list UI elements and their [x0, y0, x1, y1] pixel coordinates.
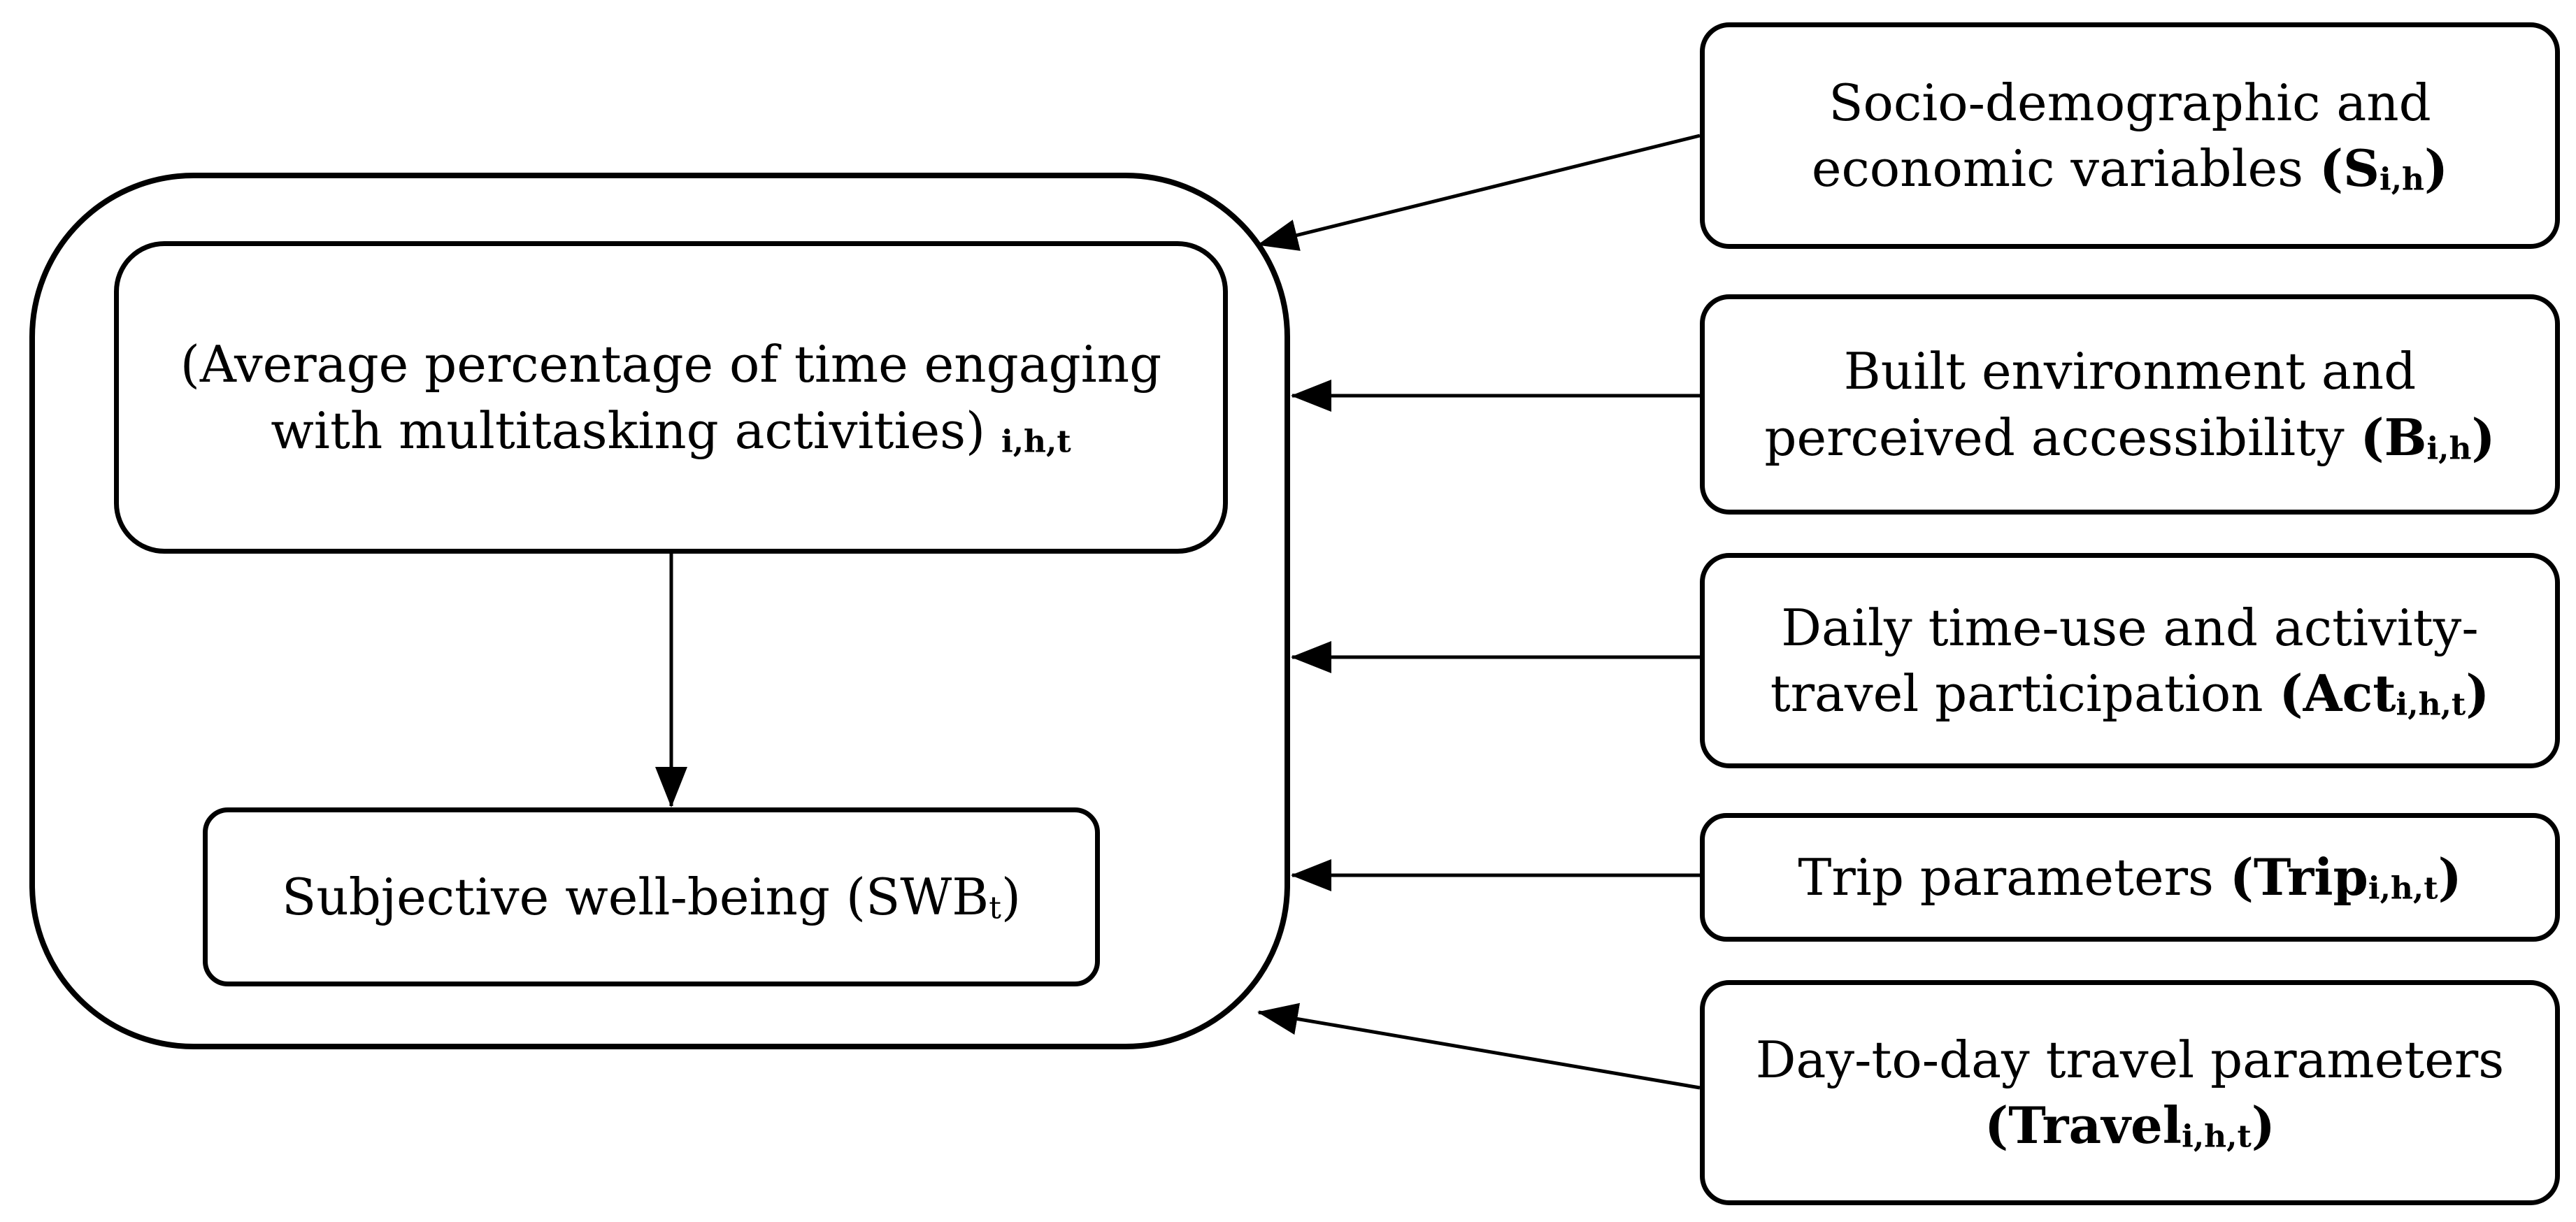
factor-box-daily-time-use: Daily time-use and activity-travel parti… — [1700, 553, 2560, 768]
arrow-socio-demographic — [1257, 134, 1701, 251]
factor-label: Socio-demographic and economic variables — [1811, 73, 2431, 198]
mediator-box: (Average percentage of time engaging wit… — [114, 241, 1228, 554]
factor-symbol: B — [2384, 407, 2427, 467]
outcome-text: Subjective well-being (SWBt) — [282, 864, 1021, 930]
factor-subscript: i,h,t — [2368, 870, 2438, 907]
factor-label: Daily time-use and activity-travel parti… — [1770, 598, 2479, 723]
arrow-day-to-day-travel — [1257, 1002, 1701, 1090]
factor-symbol: Act — [2303, 663, 2396, 723]
outcome-label: Subjective well-being (SWB — [282, 867, 989, 926]
factor-subscript: i,h,t — [2396, 687, 2466, 723]
factor-box-built-environment: Built environment and perceived accessib… — [1700, 294, 2560, 515]
mediator-label: (Average percentage of time engaging wit… — [180, 335, 1162, 460]
factor-box-socio-demographic: Socio-demographic and economic variables… — [1700, 22, 2560, 249]
factor-box-day-to-day-travel: Day-to-day travel parameters(Traveli,h,t… — [1700, 980, 2560, 1205]
factor-symbol: Trip — [2253, 847, 2368, 907]
factor-symbol: Travel — [2008, 1095, 2182, 1155]
factor-text: Socio-demographic and economic variables… — [1811, 73, 2449, 198]
factor-text: Daily time-use and activity-travel parti… — [1770, 598, 2490, 723]
factor-subscript: i,h — [2426, 430, 2472, 466]
factor-subscript: i,h — [2380, 161, 2425, 198]
outcome-close: ) — [1001, 867, 1021, 926]
factor-text: Day-to-day travel parameters(Traveli,h,t… — [1755, 1030, 2505, 1155]
factor-subscript: i,h,t — [2182, 1119, 2252, 1155]
factor-text: Trip parameters (Tripi,h,t) — [1798, 847, 2462, 907]
factor-label: Built environment and perceived accessib… — [1764, 342, 2417, 467]
factor-box-trip-parameters: Trip parameters (Tripi,h,t) — [1700, 813, 2560, 942]
mediator-text: (Average percentage of time engaging wit… — [175, 331, 1168, 463]
factor-symbol: S — [2343, 138, 2380, 198]
factor-label: Trip parameters — [1798, 847, 2214, 907]
factor-label: Day-to-day travel parameters — [1755, 1030, 2505, 1089]
mediator-subscript: i,h,t — [1001, 423, 1071, 459]
factor-text: Built environment and perceived accessib… — [1764, 342, 2496, 467]
outcome-box: Subjective well-being (SWBt) — [203, 807, 1100, 986]
outcome-subscript: t — [989, 890, 1001, 926]
